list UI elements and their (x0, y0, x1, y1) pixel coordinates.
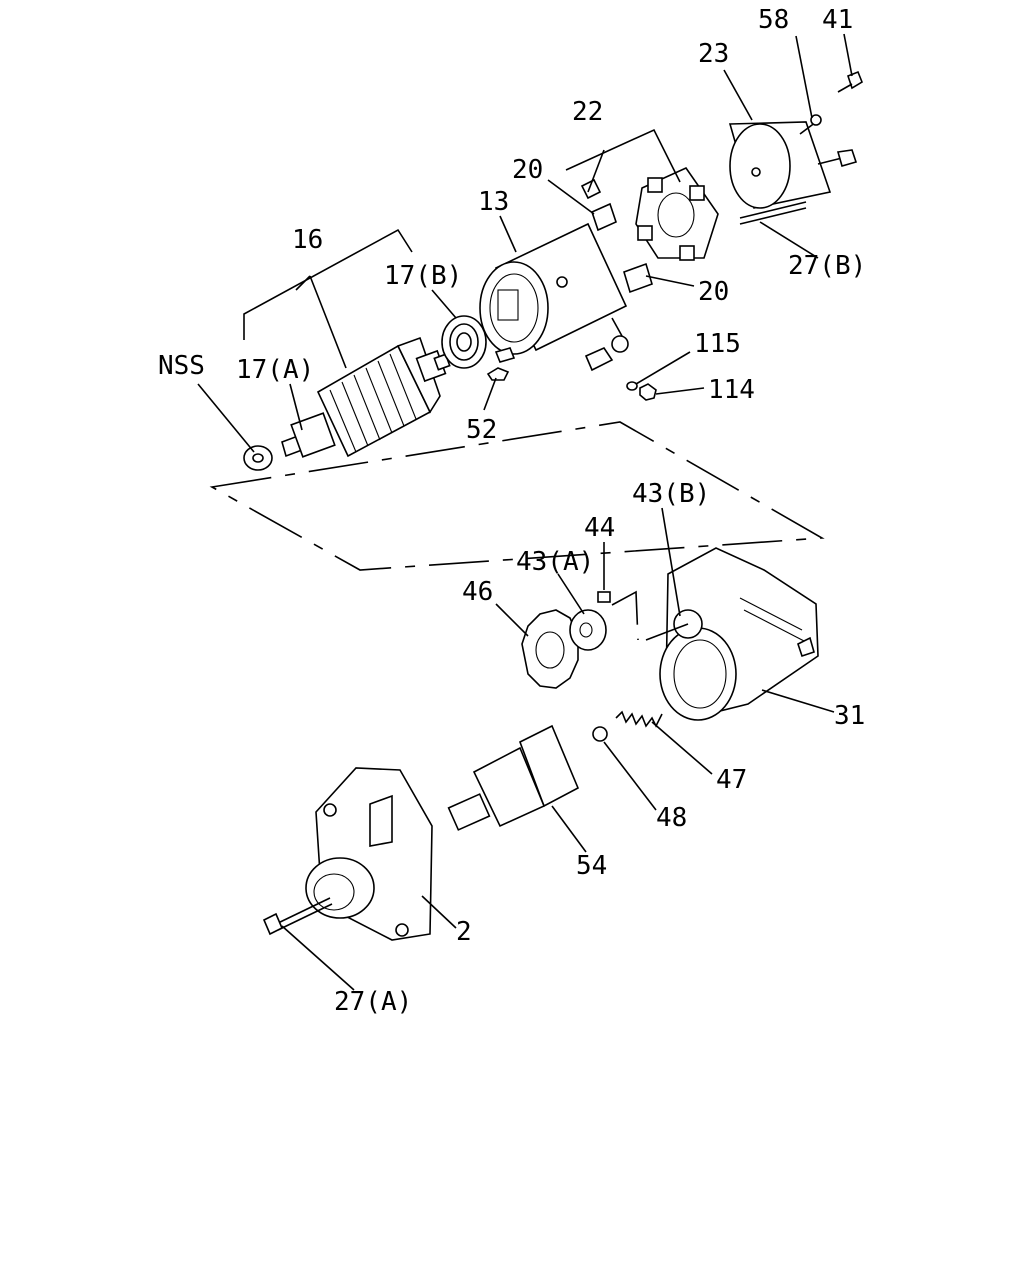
clutch-hub-part-43a (569, 609, 607, 651)
yoke-part-13 (479, 222, 628, 363)
label-58: 58 (758, 5, 789, 35)
label-20-upper: 20 (512, 155, 543, 185)
label-52: 52 (466, 415, 497, 445)
front-bracket-part-2 (305, 767, 433, 941)
terminal-lead (584, 317, 629, 372)
washer-part-115 (626, 381, 638, 391)
leader-lines (197, 33, 853, 991)
label-2: 2 (456, 917, 472, 947)
ball-part-48 (592, 726, 608, 742)
label-43a: 43(A) (516, 547, 594, 577)
label-43b: 43(B) (632, 479, 710, 509)
nss-washer (243, 445, 273, 471)
label-17a: 17(A) (236, 355, 314, 385)
center-housing-part-31 (645, 547, 819, 721)
label-54: 54 (576, 851, 607, 881)
nut-part-114 (639, 383, 657, 401)
brush-holder-part-22 (580, 166, 719, 261)
pinion-part-54 (447, 724, 580, 831)
callout-labels: NSS 17(A) 16 17(B) 13 20 22 23 58 41 27(… (158, 5, 866, 1017)
label-27a: 27(A) (334, 987, 412, 1017)
spring-part-47 (615, 710, 663, 728)
label-31: 31 (834, 701, 865, 731)
label-nss: NSS (158, 351, 205, 381)
screw-part-41 (837, 70, 863, 93)
label-47: 47 (716, 765, 747, 795)
brush-part-20-lower (623, 262, 653, 294)
pin-part-44 (597, 591, 611, 603)
clip-part-52 (486, 367, 510, 381)
bearing-part-17b (441, 315, 487, 369)
label-17b: 17(B) (384, 261, 462, 291)
label-44: 44 (584, 513, 615, 543)
label-48: 48 (656, 803, 687, 833)
label-16: 16 (292, 225, 323, 255)
end-cover-part-23 (728, 121, 832, 209)
brush-part-20-upper (591, 202, 617, 232)
screw-part-58 (799, 114, 822, 135)
gear-part-46 (521, 609, 579, 689)
label-46: 46 (462, 577, 493, 607)
label-27b: 27(B) (788, 251, 866, 281)
armature-part-16 (281, 336, 451, 458)
label-115: 115 (694, 329, 741, 359)
label-13: 13 (478, 187, 509, 217)
label-41: 41 (822, 5, 853, 35)
through-bolt-part-27b (739, 149, 858, 225)
label-22: 22 (572, 97, 603, 127)
label-23: 23 (698, 39, 729, 69)
label-114: 114 (708, 375, 755, 405)
through-bolt-part-27a (262, 897, 333, 936)
assembly-group-boundary (209, 421, 825, 641)
label-20-lower: 20 (698, 277, 729, 307)
